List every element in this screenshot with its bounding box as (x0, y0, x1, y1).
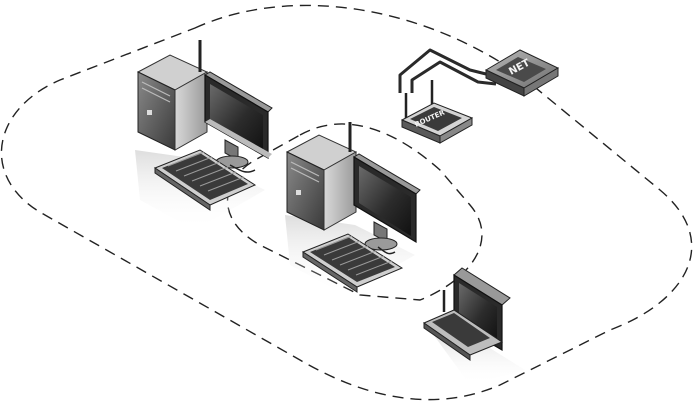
outer-network-boundary (0, 4, 693, 401)
laptop-computer (422, 267, 525, 385)
internet-modem: NET (484, 49, 560, 97)
network-cable-branch (410, 60, 497, 93)
router: ROUTER (400, 80, 474, 144)
network-cable (398, 48, 491, 93)
inner-network-boundary (226, 123, 483, 301)
desktop-computer-2 (285, 122, 421, 295)
desktop-computer-1 (135, 40, 273, 230)
